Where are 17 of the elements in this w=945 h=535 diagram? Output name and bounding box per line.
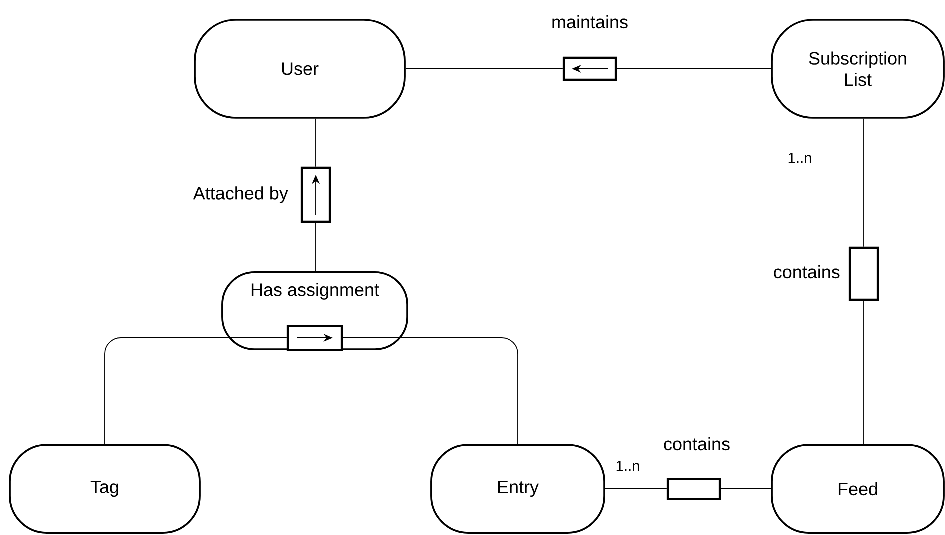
connector-line [616, 68, 772, 70]
relationship-box [300, 166, 332, 224]
relationship-label: contains [664, 437, 730, 451]
relationship-label: contains [774, 265, 840, 279]
cardinality-label: 1..n [788, 152, 812, 164]
relationship-label: Attached by [193, 186, 288, 204]
connector-line [342, 338, 518, 445]
relationship-box [666, 478, 722, 500]
relationship-box [286, 324, 344, 352]
relationship-label: maintains [552, 15, 628, 29]
connector-line [720, 488, 772, 490]
relationship-box [562, 56, 618, 82]
connector-line [405, 68, 564, 70]
connector-line [605, 488, 668, 490]
cardinality-label: 1..n [616, 460, 640, 472]
connector-line [104, 338, 288, 445]
relationship-box [848, 246, 880, 302]
